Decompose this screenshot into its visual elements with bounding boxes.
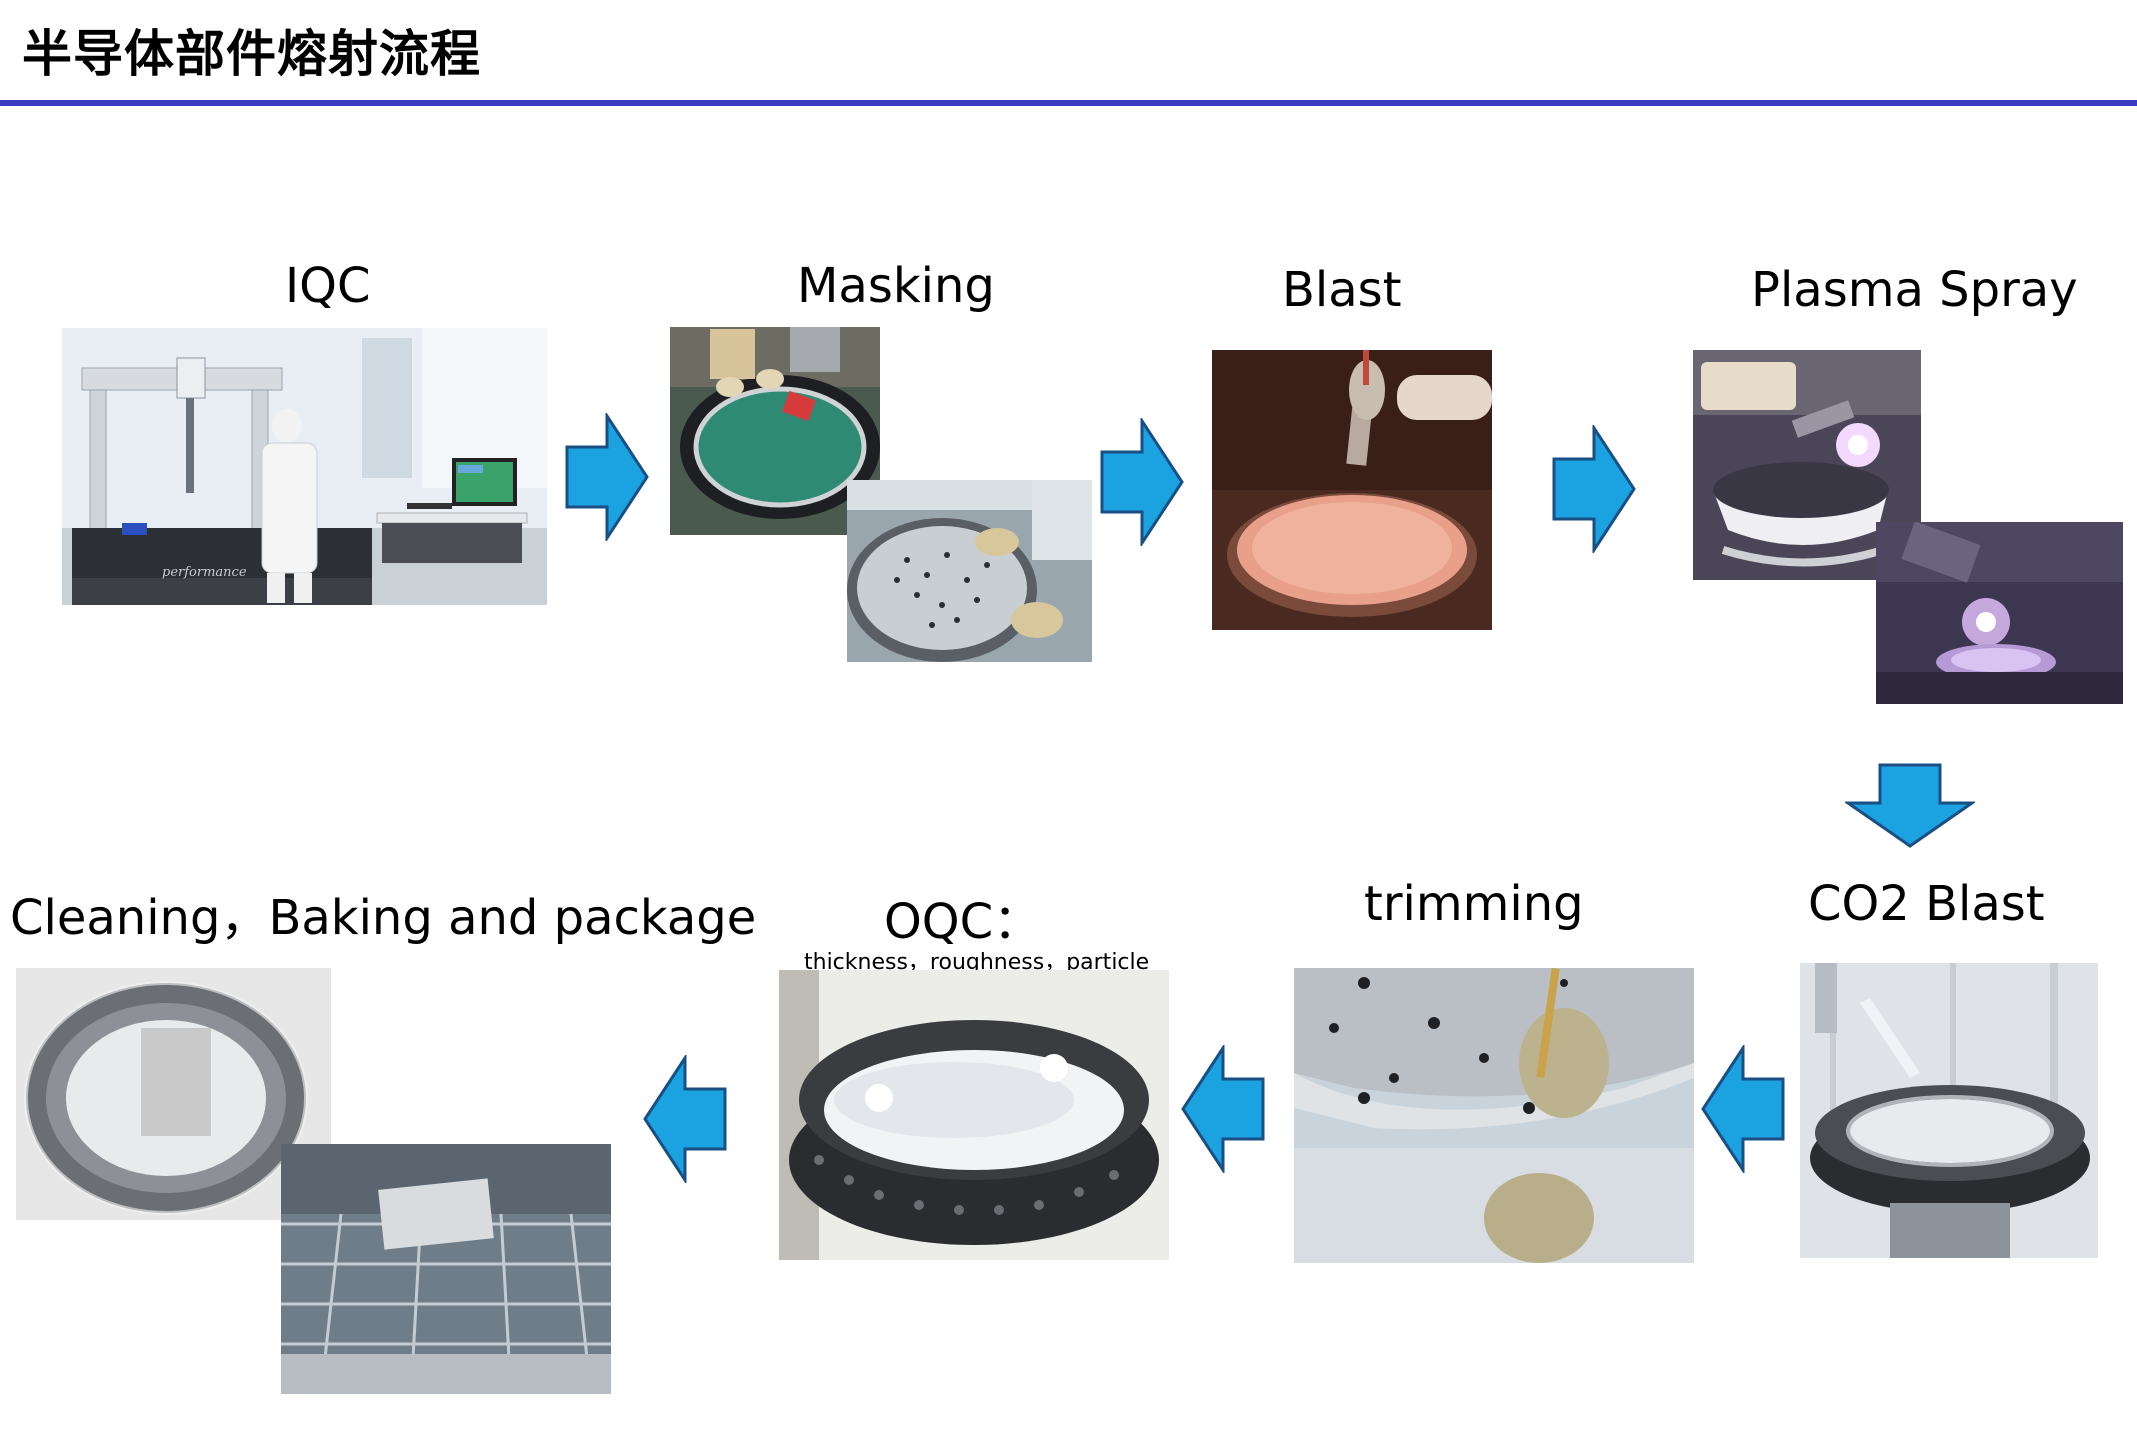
arrow-left-oqc-to-cleaning: [642, 1055, 727, 1183]
photo-masking-plate: [847, 480, 1092, 662]
arrow-right-iqc-to-masking: [565, 413, 650, 541]
photo-trimming: [1294, 968, 1694, 1263]
step-label-blast: Blast: [1282, 262, 1402, 318]
step-label-iqc: IQC: [285, 258, 371, 314]
photo-iqc-cmm: performance: [62, 328, 547, 605]
step-label-co2-blast: CO2 Blast: [1808, 876, 2045, 932]
photo-plasma-spray-2: [1876, 522, 2123, 704]
arrow-right-blast-to-plasma: [1552, 425, 1637, 553]
arrow-down-plasma-to-co2: [1845, 763, 1975, 849]
step-label-trimming: trimming: [1364, 876, 1584, 932]
title-divider: [0, 100, 2137, 106]
photo-cleaning-ring: [16, 968, 331, 1220]
photo-plasma-spray-1: [1693, 350, 1921, 580]
step-label-masking: Masking: [797, 258, 995, 314]
photo-masking-ring: [670, 327, 880, 535]
photo-co2-blast: [1800, 963, 2098, 1258]
photo-cleaning-oven: [281, 1144, 611, 1394]
page-title: 半导体部件熔射流程: [22, 25, 481, 83]
step-label-plasma-spray: Plasma Spray: [1751, 262, 2078, 318]
arrow-left-co2-to-trimming: [1700, 1045, 1785, 1173]
step-label-cleaning: Cleaning，Baking and package: [10, 890, 757, 946]
arrow-right-masking-to-blast: [1100, 418, 1185, 546]
photo-blast: [1212, 350, 1492, 630]
photo-oqc: [779, 970, 1169, 1260]
arrow-left-trimming-to-oqc: [1180, 1045, 1265, 1173]
cmm-brand-text: performance: [162, 565, 247, 580]
step-label-oqc: OQC：: [884, 894, 1042, 950]
